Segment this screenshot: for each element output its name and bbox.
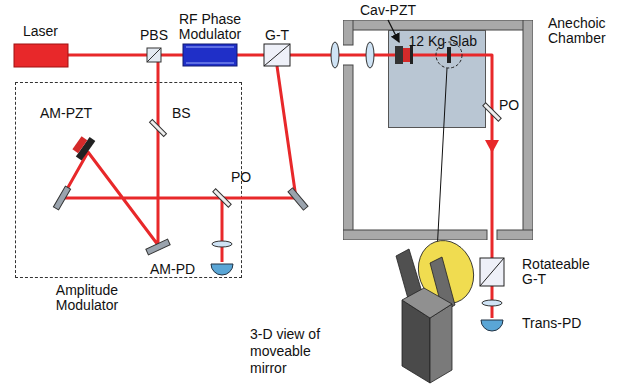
am-pickoff-beam bbox=[221, 198, 224, 262]
mirror-3d-view bbox=[396, 233, 482, 383]
lens bbox=[366, 42, 374, 68]
lens bbox=[331, 42, 339, 68]
component-label: G-T bbox=[265, 28, 289, 43]
cavity bbox=[395, 42, 462, 68]
component-label: Cav-PZT bbox=[360, 3, 416, 18]
component-label: Rotateable G-T bbox=[522, 257, 604, 287]
component-label: Trans-PD bbox=[522, 316, 581, 331]
figure-caption: 3-D view of moveable mirror bbox=[250, 326, 342, 377]
component-label: PO bbox=[231, 170, 251, 185]
beam-arrowhead bbox=[485, 140, 499, 153]
lens bbox=[482, 300, 502, 306]
component-label: PBS bbox=[140, 28, 168, 43]
leader-line bbox=[437, 68, 447, 252]
phase-modulator bbox=[183, 44, 237, 66]
leader-line bbox=[388, 20, 399, 42]
pbs-cube bbox=[147, 48, 161, 62]
node-title: 12 Kg Slab bbox=[389, 34, 485, 49]
mirror bbox=[146, 239, 170, 255]
component-label: AM-PD bbox=[150, 262, 195, 277]
component-label: AM-PZT bbox=[40, 106, 92, 121]
glan-thompson bbox=[264, 44, 290, 66]
component-label: BS bbox=[172, 106, 191, 121]
component-label: PO bbox=[499, 98, 519, 113]
slab: 12 Kg Slab bbox=[388, 30, 486, 128]
am-pzt bbox=[70, 133, 95, 161]
photodiode bbox=[481, 320, 503, 331]
beam-splitter bbox=[150, 120, 167, 137]
lens bbox=[212, 241, 232, 247]
component-label: RF Phase Modulator bbox=[169, 12, 251, 42]
mirror bbox=[288, 188, 308, 210]
laser-symbol bbox=[14, 44, 68, 67]
node-heading: Amplitude Modulator bbox=[44, 283, 130, 313]
node-heading: Anechoic Chamber bbox=[548, 16, 626, 46]
mirror bbox=[53, 186, 70, 210]
photodiode bbox=[211, 264, 233, 275]
component-label: Laser bbox=[23, 24, 58, 39]
pick-off bbox=[213, 189, 231, 207]
pick-off bbox=[483, 103, 501, 121]
am-beam bbox=[62, 62, 296, 245]
glan-thompson bbox=[480, 258, 504, 286]
